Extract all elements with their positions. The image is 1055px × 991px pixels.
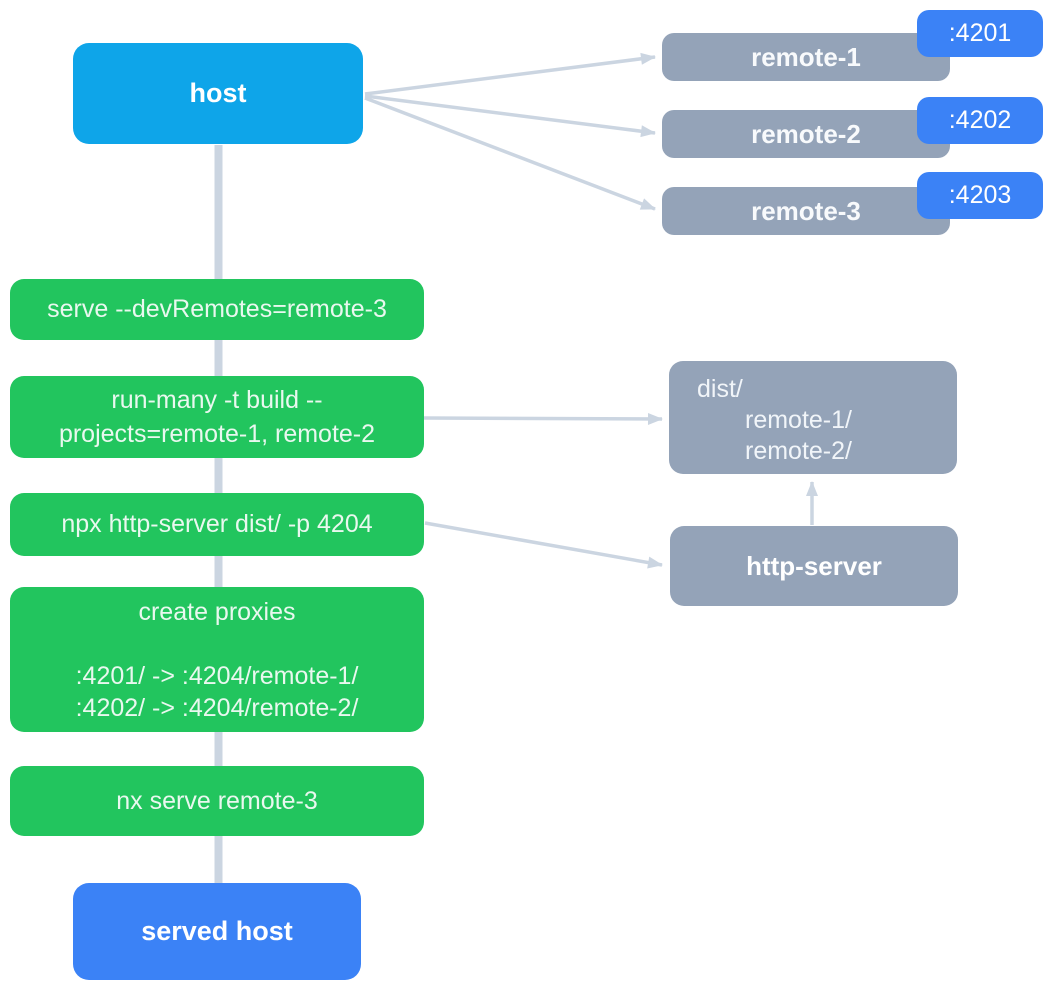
served-host-label: served host: [141, 916, 293, 946]
remote-1-port: :4201: [948, 19, 1012, 47]
remote-3-port: :4203: [948, 181, 1012, 209]
dist-root-line: dist/: [697, 375, 743, 403]
dist-remote-1-line: remote-1/: [745, 406, 852, 434]
step-serve-label: serve --devRemotes=remote-3: [47, 295, 387, 323]
step-nx-serve-remote-3: nx serve remote-3: [10, 766, 424, 836]
host-node: host: [73, 43, 363, 144]
remote-1-port-badge: :4201: [917, 10, 1043, 57]
step-nx-serve-label: nx serve remote-3: [116, 786, 318, 815]
http-server-label: http-server: [746, 550, 882, 581]
step-npx-label: npx http-server dist/ -p 4204: [61, 510, 373, 538]
remote-2-label: remote-2: [751, 118, 861, 149]
remote-3-label: remote-3: [751, 195, 861, 226]
step-serve-dev-remotes: serve --devRemotes=remote-3: [10, 279, 424, 340]
arrow-host-to-remote-2: [364, 94, 656, 138]
create-proxies-title: create proxies: [138, 597, 296, 626]
proxy-rule-1: :4201/ -> :4204/remote-1/: [75, 661, 359, 690]
http-server-node: http-server: [670, 526, 958, 606]
step-run-many-build: run-many -t build -- projects=remote-1, …: [10, 376, 424, 458]
step-run-many-line-2: projects=remote-1, remote-2: [58, 420, 376, 448]
proxy-rule-2: :4202/ -> :4204/remote-2/: [75, 693, 359, 722]
dist-folder-node: dist/ remote-1/ remote-2/: [669, 361, 957, 474]
remote-2-port-badge: :4202: [917, 97, 1043, 144]
host-label: host: [189, 78, 247, 108]
remote-1-label: remote-1: [751, 41, 861, 72]
step-create-proxies: create proxies :4201/ -> :4204/remote-1/…: [10, 587, 424, 732]
step-run-many-line-1: run-many -t build --: [111, 386, 323, 414]
arrow-host-to-remote-1: [364, 52, 656, 96]
remote-2-node: remote-2: [662, 110, 950, 158]
remote-2-port: :4202: [948, 106, 1012, 134]
blank-line: [10, 628, 424, 660]
arrow-npx-to-http-server: [424, 521, 663, 569]
arrow-host-to-remote-3: [364, 96, 656, 211]
remote-3-port-badge: :4203: [917, 172, 1043, 219]
dist-remote-2-line: remote-2/: [745, 437, 852, 465]
served-host-node: served host: [73, 883, 361, 980]
remote-3-node: remote-3: [662, 187, 950, 235]
arrow-run-many-to-dist: [423, 412, 663, 425]
step-npx-http-server: npx http-server dist/ -p 4204: [10, 493, 424, 556]
remote-1-node: remote-1: [662, 33, 950, 81]
